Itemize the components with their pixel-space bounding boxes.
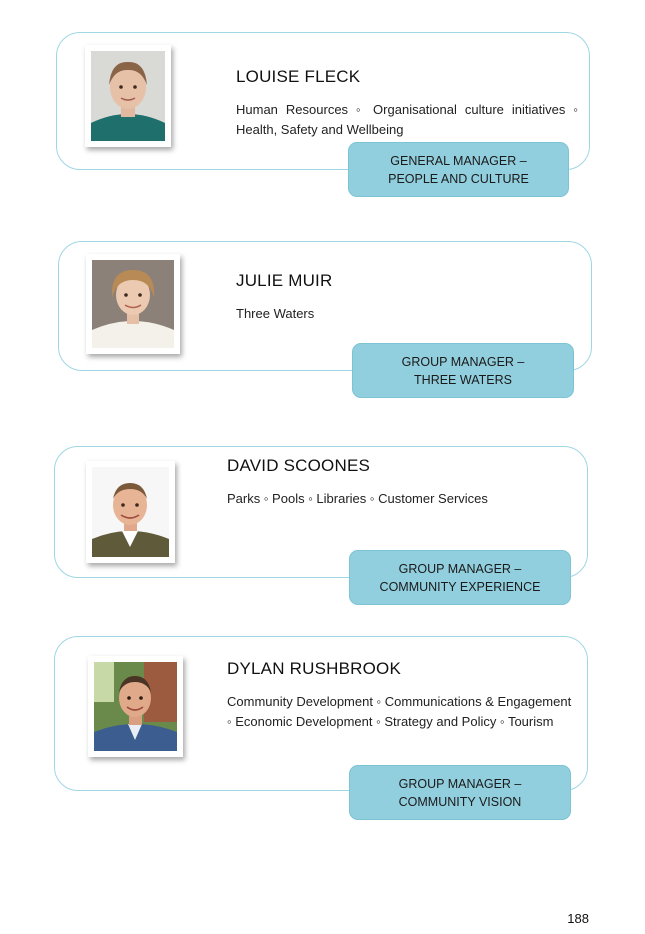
profile-description: Human Resources ◦ Organisational culture… [236,102,578,137]
profile-description: Three Waters [236,306,315,321]
profile-title: GROUP MANAGER – COMMUNITY EXPERIENCE [379,561,541,594]
profile-name: DAVID SCOONES [227,456,371,475]
page-number: 188 [567,911,589,926]
profile-description: Community Development ◦ Communications &… [227,694,572,729]
profile-title-box: GROUP MANAGER – COMMUNITY VISION [349,765,571,820]
profile-title-box: GROUP MANAGER – COMMUNITY EXPERIENCE [349,550,571,605]
profile-photo [85,45,171,147]
profile-name: DYLAN RUSHBROOK [227,659,401,678]
profile-name: JULIE MUIR [236,271,333,290]
profile-title-box: GENERAL MANAGER – PEOPLE AND CULTURE [348,142,569,197]
profile-title: GROUP MANAGER – THREE WATERS [401,354,525,387]
profile-title-box: GROUP MANAGER – THREE WATERS [352,343,574,398]
profile-title: GROUP MANAGER – COMMUNITY VISION [398,776,522,809]
profile-description: Parks ◦ Pools ◦ Libraries ◦ Customer Ser… [227,491,488,506]
profile-photo [88,656,183,757]
profile-name: LOUISE FLECK [236,67,361,86]
profile-photo [86,461,175,563]
profile-photo [86,254,180,354]
profile-title: GENERAL MANAGER – PEOPLE AND CULTURE [388,153,529,186]
